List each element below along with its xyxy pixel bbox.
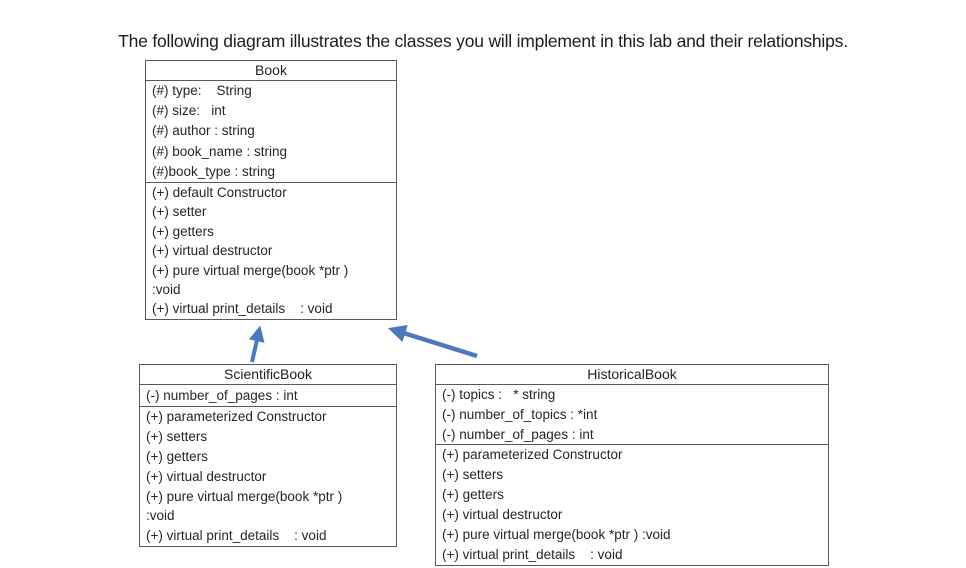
member-row: (+) getters — [146, 448, 208, 464]
member-row: (#) size: int — [152, 103, 226, 119]
member-row: (+) pure virtual merge(book *ptr ) — [146, 488, 343, 504]
member-row: (+) default Constructor — [152, 184, 287, 200]
member-row: :void — [146, 508, 175, 524]
member-row: (#) book_name : string — [152, 143, 288, 159]
class-name-book: Book — [146, 61, 396, 81]
member-row: (-) number_of_pages : int — [146, 388, 298, 403]
class-box-scientificbook: ScientificBook (-) number_of_pages : int… — [139, 364, 397, 548]
member-row: :void — [152, 281, 181, 297]
methods-compartment-book: (+) default Constructor (+) setter (+) get… — [146, 183, 396, 319]
class-box-book: Book (#) type: String (#) size: int (#) au… — [145, 60, 397, 320]
member-row: (+) pure virtual merge(book *ptr ) — [152, 262, 349, 278]
member-row: (+) setters — [146, 428, 208, 444]
member-row: (#) author : string — [152, 123, 255, 139]
member-row: (+) virtual print_details : void — [152, 301, 333, 317]
arrow-scientificbook-to-book — [248, 325, 265, 363]
member-row: (+) parameterized Constructor — [146, 409, 327, 424]
member-row: (+) getters — [442, 487, 504, 503]
member-row: (+) virtual print_details : void — [442, 546, 623, 562]
member-row: (+) virtual destructor — [152, 243, 273, 259]
member-row: (#) type: String — [152, 83, 252, 98]
member-row: (+) setter — [152, 204, 207, 220]
member-row: (+) virtual destructor — [146, 468, 267, 484]
member-row: (+) parameterized Constructor — [442, 447, 623, 463]
member-row: (#)book_type : string — [152, 163, 276, 179]
class-box-historicalbook: HistoricalBook (-) topics : * string(-) … — [435, 364, 829, 566]
member-row: (-) number_of_pages : int — [442, 426, 594, 442]
attributes-compartment-scientificbook: (-) number_of_pages : int — [140, 385, 396, 407]
class-name-scientificbook: ScientificBook — [140, 365, 396, 385]
member-row: (-) number_of_topics : *int — [442, 406, 598, 422]
member-row: (+) getters — [152, 223, 214, 239]
arrow-historicalbook-to-book — [387, 324, 478, 359]
member-row: (+) virtual destructor — [442, 507, 563, 523]
methods-compartment-historicalbook: (+) parameterized Constructor (+) setters… — [436, 445, 828, 564]
member-row: (+) setters — [442, 467, 504, 483]
methods-compartment-scientificbook: (+) parameterized Constructor (+) setters… — [140, 407, 396, 546]
class-name-historicalbook: HistoricalBook — [436, 365, 828, 385]
attributes-compartment-historicalbook: (-) topics : * string (-) number_of_topic… — [436, 385, 828, 446]
member-row: (+) pure virtual merge(book *ptr ) :void — [442, 526, 671, 542]
member-row: (+) virtual print_details : void — [146, 528, 327, 544]
member-row: (-) topics : * string — [442, 387, 556, 402]
attributes-compartment-book: (#) type: String (#) size: int (#) author … — [146, 81, 396, 183]
page-title: The following diagram illustrates the cl… — [118, 31, 848, 51]
